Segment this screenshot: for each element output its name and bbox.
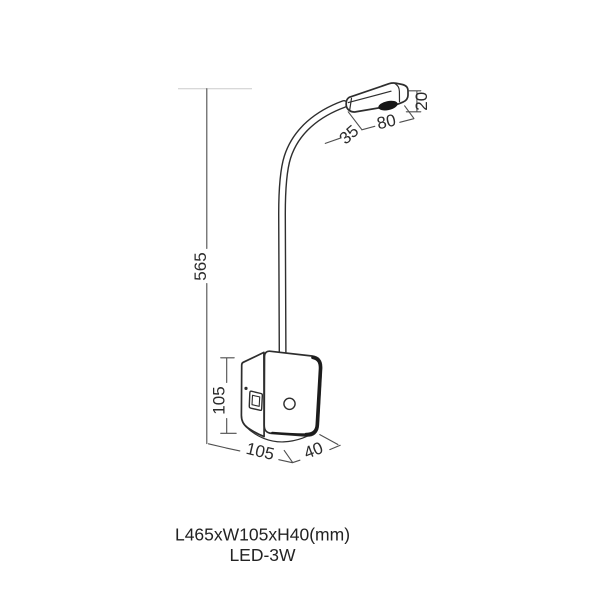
dim-head-height: 20: [405, 90, 431, 113]
lamp-head-collar-line: [349, 97, 353, 112]
indicator-dot-icon: [244, 386, 248, 390]
caption-power: LED-3W: [229, 545, 296, 565]
usb-port-icon: [248, 390, 264, 412]
led-lens-icon: [378, 100, 398, 111]
flex-arm-inner: [279, 101, 347, 355]
dim-105v-label: 105: [210, 386, 229, 414]
dim-40-label: 40: [301, 438, 325, 463]
dim-20-label: 20: [412, 92, 431, 111]
lamp-head-endcap-line: [394, 82, 401, 103]
dim-overall-height: 565: [178, 88, 252, 445]
lamp-head-edge-line: [347, 90, 392, 104]
caption-size: L465xW105xH40(mm): [175, 525, 350, 545]
base-bottom-edge-shading: [271, 431, 307, 436]
dim-base-height: 105: [210, 357, 237, 434]
lamp-head: [345, 82, 409, 113]
dim-80-label: 80: [375, 111, 398, 134]
dim-565-label: 565: [191, 252, 210, 280]
dim-base-width-depth: 105 40: [207, 434, 341, 464]
flex-arm: [277, 100, 348, 356]
flex-arm-outer: [277, 100, 348, 356]
dim-head-depth-length: 35 80: [324, 105, 415, 148]
dim-105-40-lines: [207, 434, 341, 464]
caption-block: L465xW105xH40(mm) LED-3W: [175, 525, 350, 566]
dim-35-80-lines: [324, 105, 415, 144]
base-front-face: [263, 350, 323, 437]
usb-port-inner: [251, 394, 261, 407]
dim-105v-lines: [220, 357, 237, 434]
dim-105-bottom-label: 105: [244, 439, 276, 464]
base-right-edge-shading: [304, 355, 323, 437]
touch-switch-icon: [283, 397, 296, 411]
wall-base: [240, 350, 323, 443]
